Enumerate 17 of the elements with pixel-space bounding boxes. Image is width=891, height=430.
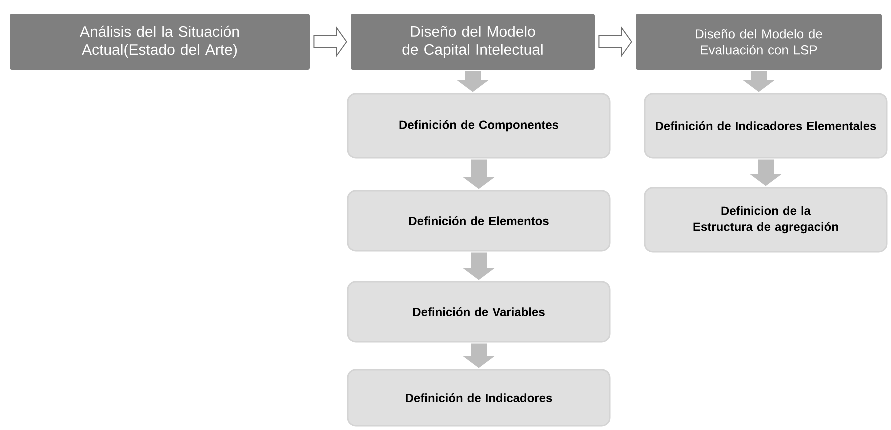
step-box: Definición de Indicadores <box>347 369 611 427</box>
step-box: Definición de Componentes <box>347 93 611 159</box>
block-arrow <box>314 26 348 58</box>
block-arrow <box>463 160 495 190</box>
block-arrow <box>463 344 495 368</box>
step-box: Definición de Indicadores Elementales <box>644 93 888 159</box>
step-box: Definicion de la Estructura de agregación <box>644 187 888 253</box>
block-arrow <box>463 252 495 280</box>
stage-box: Diseño del Modelo de Evaluación con LSP <box>636 14 882 70</box>
stage-box: Diseño del Modelo de Capital Intelectual <box>351 14 595 70</box>
block-arrow <box>457 71 489 92</box>
step-box: Definición de Variables <box>347 281 611 343</box>
block-arrow <box>598 26 632 58</box>
step-box: Definición de Elementos <box>347 190 611 252</box>
block-arrow <box>750 160 782 186</box>
block-arrow <box>743 71 775 92</box>
stage-box: Análisis del la Situación Actual(Estado del Arte) <box>10 14 310 70</box>
